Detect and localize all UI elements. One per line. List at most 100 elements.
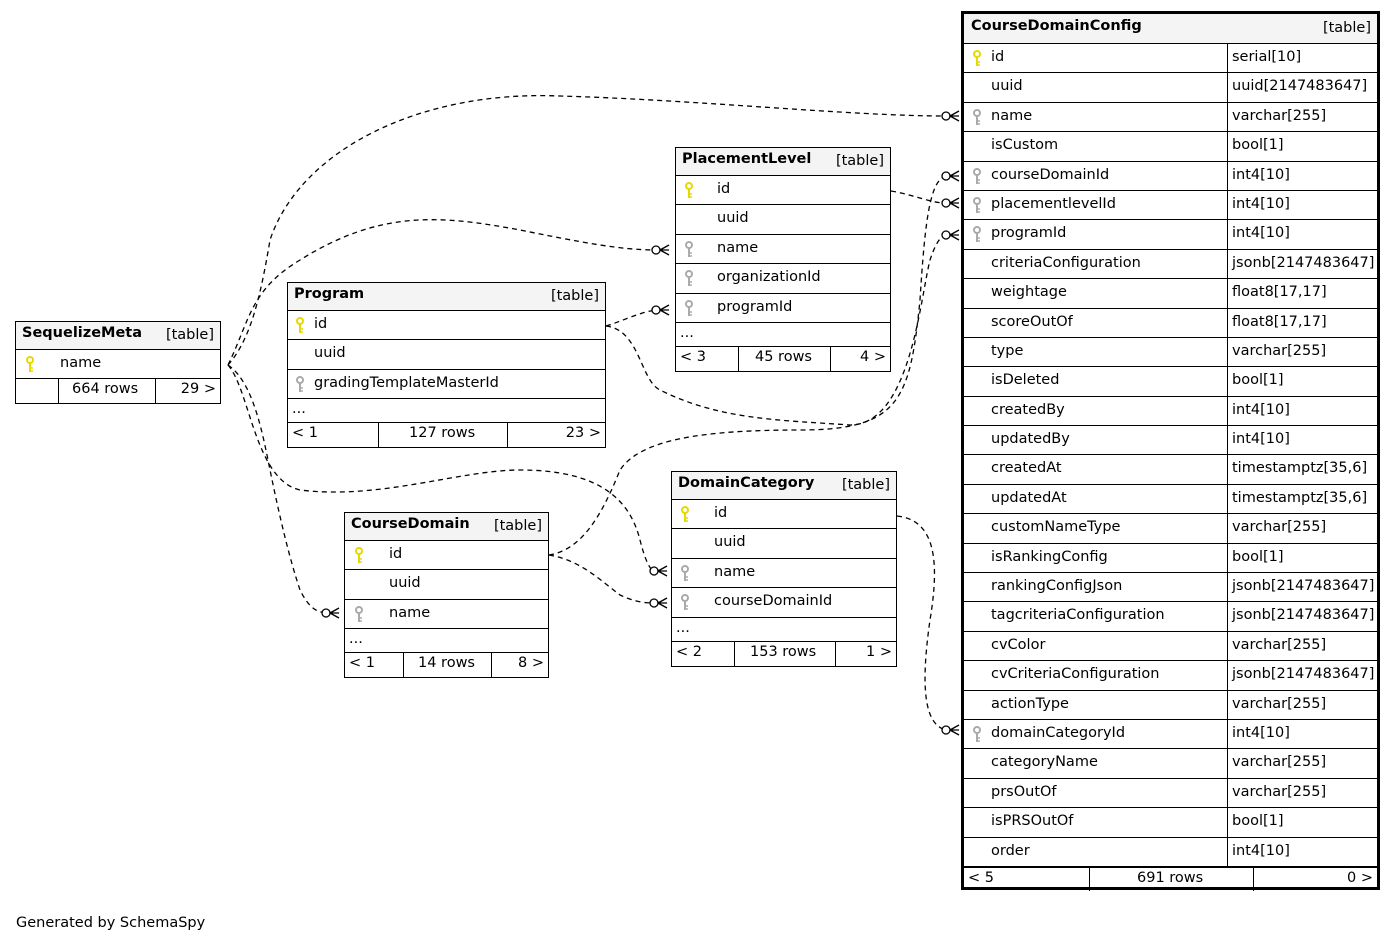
column-type: jsonb[2147483647] <box>1232 666 1375 683</box>
column-row[interactable]: uuid <box>345 570 548 600</box>
column-name: isDeleted <box>991 372 1060 389</box>
crows-foot-marker <box>949 197 960 209</box>
primary-key-icon <box>355 547 363 564</box>
foreign-key-icon <box>973 196 981 214</box>
footer-next[interactable]: 1 > <box>866 643 892 660</box>
table-domain-category[interactable]: DomainCategory [table] id uuid name cour… <box>671 471 897 667</box>
edge-program-to-config-program <box>605 234 947 426</box>
footer-prev[interactable]: < 2 <box>676 643 702 660</box>
footer-next[interactable]: 4 > <box>860 348 886 365</box>
column-name: scoreOutOf <box>991 313 1073 330</box>
footer-next[interactable]: 8 > <box>518 655 544 672</box>
table-name: DomainCategory <box>678 475 815 491</box>
column-name: id <box>714 505 728 521</box>
more-columns: ... <box>672 618 896 642</box>
column-name: programId <box>717 298 793 315</box>
column-row[interactable]: gradingTemplateMasterId <box>288 370 605 400</box>
column-name: organizationId <box>717 269 821 286</box>
footer-prev[interactable]: < 3 <box>680 348 706 365</box>
zero-optional-marker <box>321 608 331 618</box>
table-sequelize-meta[interactable]: SequelizeMeta [table] name 664 rows 29 > <box>15 321 221 404</box>
column-row[interactable]: id <box>676 176 890 206</box>
column-row[interactable]: organizationId <box>676 264 890 294</box>
column-row[interactable]: uuid <box>672 529 896 559</box>
column-row[interactable]: name <box>676 235 890 265</box>
column-name: weightage <box>991 284 1067 301</box>
column-row[interactable]: id <box>672 500 896 530</box>
table-program[interactable]: Program [table] id uuid gradingTemplateM… <box>287 282 606 448</box>
column-name: id <box>389 546 403 562</box>
column-row[interactable]: name <box>16 350 220 380</box>
footer-prev[interactable]: < 1 <box>292 425 318 442</box>
footer-next[interactable]: 23 > <box>565 425 601 442</box>
table-placement-level[interactable]: PlacementLevel [table] id uuid name orga… <box>675 147 891 372</box>
footer-prev[interactable]: < 1 <box>349 655 375 672</box>
footer-rows: 664 rows <box>72 381 139 398</box>
column-row[interactable]: name <box>345 600 548 630</box>
foreign-key-icon <box>355 605 363 623</box>
footer-prev[interactable]: < 5 <box>968 869 994 886</box>
column-row[interactable]: courseDomainId <box>672 588 896 618</box>
footer-next[interactable]: 0 > <box>1347 869 1373 886</box>
column-name: name <box>60 355 102 371</box>
more-columns: ... <box>288 399 605 424</box>
table-footer: 664 rows 29 > <box>16 379 220 404</box>
table-course-domain[interactable]: CourseDomain [table] id uuid name ... < … <box>344 512 549 678</box>
table-type: [table] <box>841 477 890 493</box>
column-row[interactable]: uuid <box>288 340 605 370</box>
column-row[interactable]: uuid <box>676 205 890 235</box>
column-name: id <box>991 49 1005 65</box>
column-name: uuid <box>717 210 749 227</box>
primary-key-icon <box>685 182 693 199</box>
column-row[interactable]: id <box>345 541 548 571</box>
footer-rows: 45 rows <box>755 348 812 365</box>
crows-foot-marker <box>657 597 668 609</box>
zero-optional-marker <box>649 566 659 576</box>
column-name: isCustom <box>991 137 1059 154</box>
column-name: id <box>717 181 731 197</box>
column-row[interactable]: programId <box>676 294 890 323</box>
zero-optional-marker <box>651 245 661 255</box>
table-name: CourseDomainConfig <box>971 18 1142 34</box>
column-type: varchar[255] <box>1232 519 1327 536</box>
column-name: actionType <box>991 695 1069 712</box>
column-name: rankingConfigJson <box>991 578 1123 595</box>
generator-credit: Generated by SchemaSpy <box>16 915 206 931</box>
table-header: CourseDomainConfig [table] <box>964 14 1377 44</box>
column-name: updatedAt <box>991 489 1067 506</box>
column-row[interactable]: name <box>672 559 896 589</box>
footer-next[interactable]: 29 > <box>180 381 216 398</box>
column-type: int4[10] <box>1232 401 1290 418</box>
column-row[interactable]: id <box>288 311 605 341</box>
edge-placement-to-config-placement <box>890 190 947 204</box>
